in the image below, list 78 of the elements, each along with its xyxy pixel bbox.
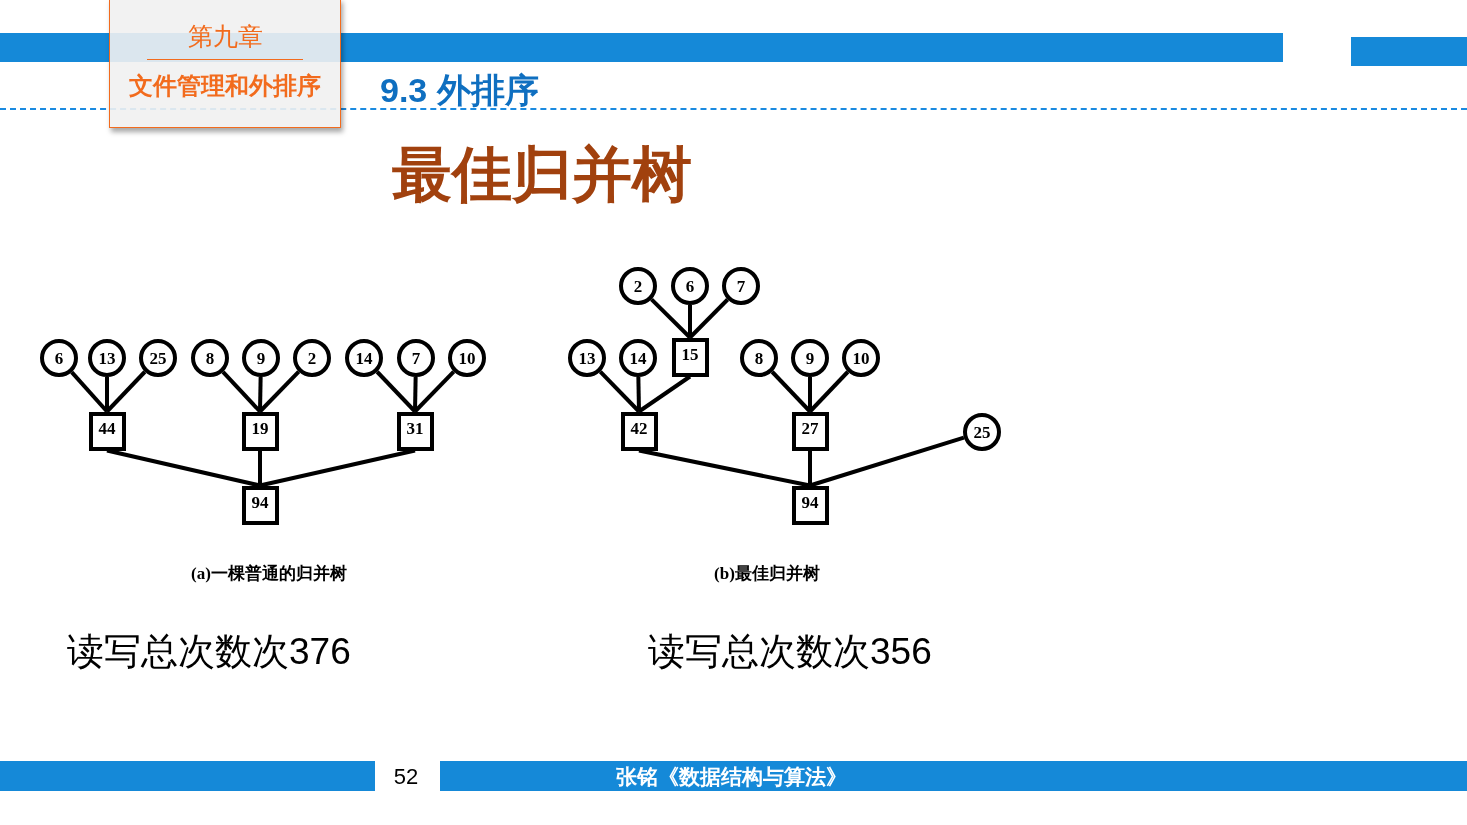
figure-caption: (a)一棵普通的归并树 (191, 563, 347, 585)
merge-node (791, 411, 829, 451)
node-value: 94 (251, 494, 269, 511)
node-value: 19 (251, 420, 269, 437)
leaf-node (842, 339, 880, 377)
merge-node (241, 485, 279, 525)
read-write-total: 读写总次数次376 (67, 630, 351, 674)
figure-caption: (b)最佳归并树 (714, 563, 820, 585)
node-value: 15 (681, 346, 699, 363)
node-value: 13 (98, 349, 116, 367)
node-value: 27 (801, 420, 819, 437)
leaf-node (40, 339, 78, 377)
chapter-title: 文件管理和外排序 (129, 71, 321, 101)
leaf-node (397, 339, 435, 377)
leaf-node (791, 339, 829, 377)
node-value: 9 (256, 349, 266, 367)
tree-edge (808, 450, 812, 486)
node-value: 13 (578, 349, 596, 367)
leaf-node (293, 339, 331, 377)
tree-edge (638, 448, 811, 488)
node-value: 10 (852, 349, 870, 367)
leaf-node (619, 267, 657, 305)
node-value: 25 (149, 349, 167, 367)
node-value: 6 (54, 349, 64, 367)
tree-edge (637, 374, 692, 414)
tree-edge (636, 376, 641, 412)
merge-node (241, 411, 279, 451)
node-value: 44 (98, 420, 116, 437)
node-value: 6 (685, 277, 695, 295)
read-write-total: 读写总次数次356 (648, 630, 932, 674)
node-value: 7 (736, 277, 746, 295)
leaf-node (448, 339, 486, 377)
node-value: 2 (633, 277, 643, 295)
node-value: 14 (629, 349, 647, 367)
merge-node (620, 411, 658, 451)
tree-edge (258, 376, 263, 412)
merge-node (671, 337, 709, 377)
node-value: 9 (805, 349, 815, 367)
tree-edge (105, 377, 109, 412)
node-value: 42 (630, 420, 648, 437)
tree-edge (808, 377, 812, 412)
node-value: 2 (307, 349, 317, 367)
tree-edge (221, 370, 262, 413)
tree-edge (258, 450, 262, 486)
chapter-card (109, 0, 341, 128)
tree-edge (259, 448, 416, 488)
leaf-node (88, 339, 126, 377)
tree-edge (413, 376, 418, 412)
tree-edge (688, 305, 692, 338)
leaf-node (242, 339, 280, 377)
leaf-node (619, 339, 657, 377)
leaf-node (139, 339, 177, 377)
tree-edge (809, 435, 965, 488)
tree-edge (106, 448, 261, 488)
leaf-node (722, 267, 760, 305)
merge-node (88, 411, 126, 451)
merge-node (396, 411, 434, 451)
node-value: 10 (458, 349, 476, 367)
node-value: 7 (411, 349, 421, 367)
footer-title: 张铭《数据结构与算法》 (615, 764, 847, 790)
leaf-node (671, 267, 709, 305)
node-value: 31 (406, 420, 424, 437)
leaf-node (191, 339, 229, 377)
node-value: 25 (973, 423, 991, 441)
merge-node (791, 485, 829, 525)
tree-edge (375, 370, 417, 413)
chapter-number: 第九章 (187, 21, 263, 51)
leaf-node (963, 413, 1001, 451)
node-value: 8 (754, 349, 764, 367)
leaf-node (740, 339, 778, 377)
node-value: 8 (205, 349, 215, 367)
slide-title: 最佳归并树 (392, 140, 692, 210)
page-number: 52 (393, 763, 419, 791)
leaf-node (568, 339, 606, 377)
node-value: 94 (801, 494, 819, 511)
leaf-node (345, 339, 383, 377)
section-heading: 9.3 外排序 (380, 70, 539, 111)
node-value: 14 (355, 349, 373, 367)
